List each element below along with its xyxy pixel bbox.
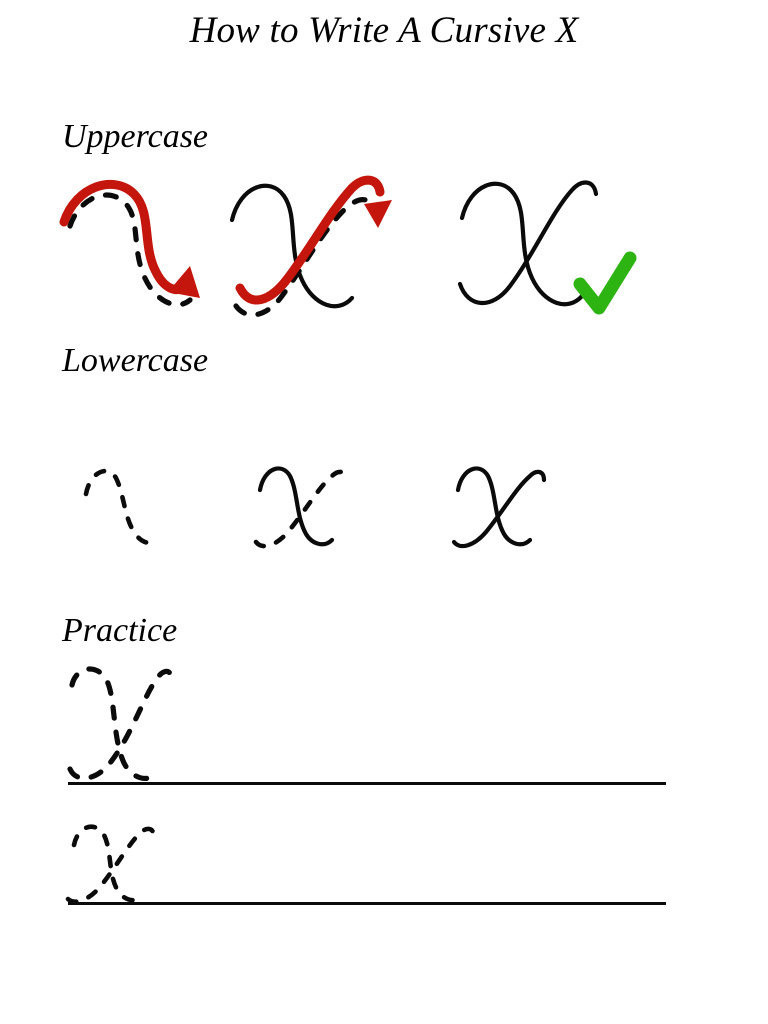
uppercase-step-1 [58, 160, 218, 330]
lowercase-step-3 [448, 450, 578, 560]
page-title: How to Write A Cursive X [189, 10, 579, 51]
uppercase-step-3 [452, 160, 612, 335]
lowercase-step-1 [76, 450, 206, 560]
uppercase-step-2 [222, 160, 402, 335]
section-heading-practice: Practice [62, 612, 178, 649]
lowercase-step-2 [250, 450, 380, 560]
practice-baseline-2 [68, 902, 666, 905]
section-heading-uppercase: Uppercase [62, 118, 209, 155]
practice-trace-letter-lowercase [62, 805, 172, 910]
check-icon [572, 248, 638, 320]
practice-trace-letter-uppercase [62, 655, 182, 787]
practice-baseline-1 [68, 782, 666, 785]
section-heading-lowercase: Lowercase [62, 342, 209, 379]
